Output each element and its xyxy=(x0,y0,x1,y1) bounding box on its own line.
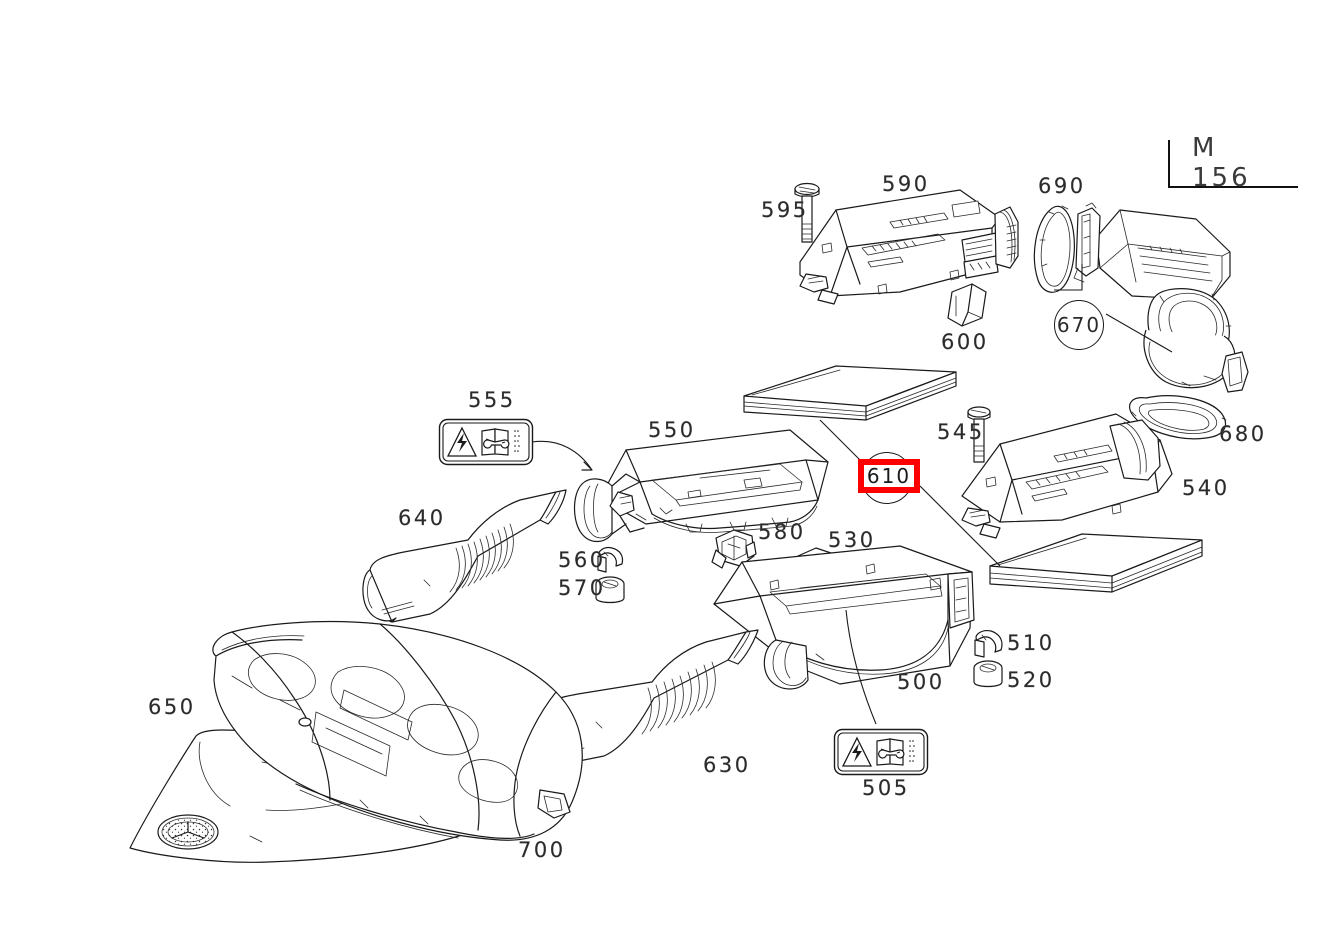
highlighted-part-610[interactable]: 610 xyxy=(858,459,920,493)
leader-610-b xyxy=(919,485,1001,567)
label-555: 555 xyxy=(468,388,516,412)
label-510: 510 xyxy=(1007,631,1055,655)
part-560-clip xyxy=(597,547,624,573)
part-595-bolt xyxy=(794,182,820,243)
label-690: 690 xyxy=(1038,174,1086,198)
label-570: 570 xyxy=(558,576,606,600)
warning-label-555 xyxy=(438,418,534,471)
part-570-grommet xyxy=(595,576,625,604)
label-580: 580 xyxy=(758,520,806,544)
label-520: 520 xyxy=(1007,668,1055,692)
leader-555 xyxy=(531,440,593,471)
part-700-manifold-frame xyxy=(212,620,583,841)
part-680-oval-gasket xyxy=(1129,395,1227,440)
label-680: 680 xyxy=(1219,422,1267,446)
filter-element-lower-right xyxy=(989,533,1203,593)
label-545: 545 xyxy=(937,420,985,444)
open-book-wrench-icon xyxy=(876,738,905,766)
label-700: 700 xyxy=(518,838,566,862)
leader-670-a xyxy=(1054,264,1083,291)
part-540-manifold-cover-right xyxy=(961,413,1173,539)
open-book-wrench-icon xyxy=(481,428,510,456)
label-540: 540 xyxy=(1182,476,1230,500)
label-505: 505 xyxy=(862,776,910,800)
part-610-filter-element-upper xyxy=(743,365,957,421)
part-590-manifold-cover-left xyxy=(799,189,1019,305)
leader-610-a xyxy=(819,419,863,463)
part-600-rubber-pad xyxy=(947,283,987,327)
part-670-throttle-housing xyxy=(1073,202,1249,393)
engine-code-text: M 156 xyxy=(1192,133,1251,193)
label-640: 640 xyxy=(398,506,446,530)
callout-670[interactable]: 670 xyxy=(1054,300,1104,350)
part-510-clip xyxy=(974,630,1003,658)
label-600: 600 xyxy=(941,330,989,354)
part-690-oval-seal-ring xyxy=(1033,205,1075,293)
label-530: 530 xyxy=(828,528,876,552)
label-650: 650 xyxy=(148,695,196,719)
high-voltage-triangle-icon xyxy=(446,426,478,457)
label-500: 500 xyxy=(897,670,945,694)
leader-505 xyxy=(845,609,877,725)
part-500-filter-housing-right xyxy=(713,545,975,690)
label-550: 550 xyxy=(648,418,696,442)
high-voltage-triangle-icon xyxy=(841,736,873,767)
part-550-filter-housing-cover xyxy=(573,429,829,543)
callout-670-number: 670 xyxy=(1056,313,1102,337)
label-560: 560 xyxy=(558,548,606,572)
label-text-dots xyxy=(909,740,915,762)
label-text-dots xyxy=(514,430,520,452)
label-595: 595 xyxy=(761,198,809,222)
warning-label-505 xyxy=(833,728,929,781)
part-545-bolt xyxy=(967,406,991,463)
label-590: 590 xyxy=(882,172,930,196)
leader-670-b xyxy=(1105,313,1173,353)
engine-code-box: M 156 xyxy=(1168,133,1298,193)
part-580-clamp xyxy=(711,529,757,569)
part-640-air-duct-left xyxy=(362,489,567,623)
highlighted-part-number: 610 xyxy=(866,464,912,488)
label-630: 630 xyxy=(703,753,751,777)
part-520-grommet xyxy=(973,660,1003,688)
